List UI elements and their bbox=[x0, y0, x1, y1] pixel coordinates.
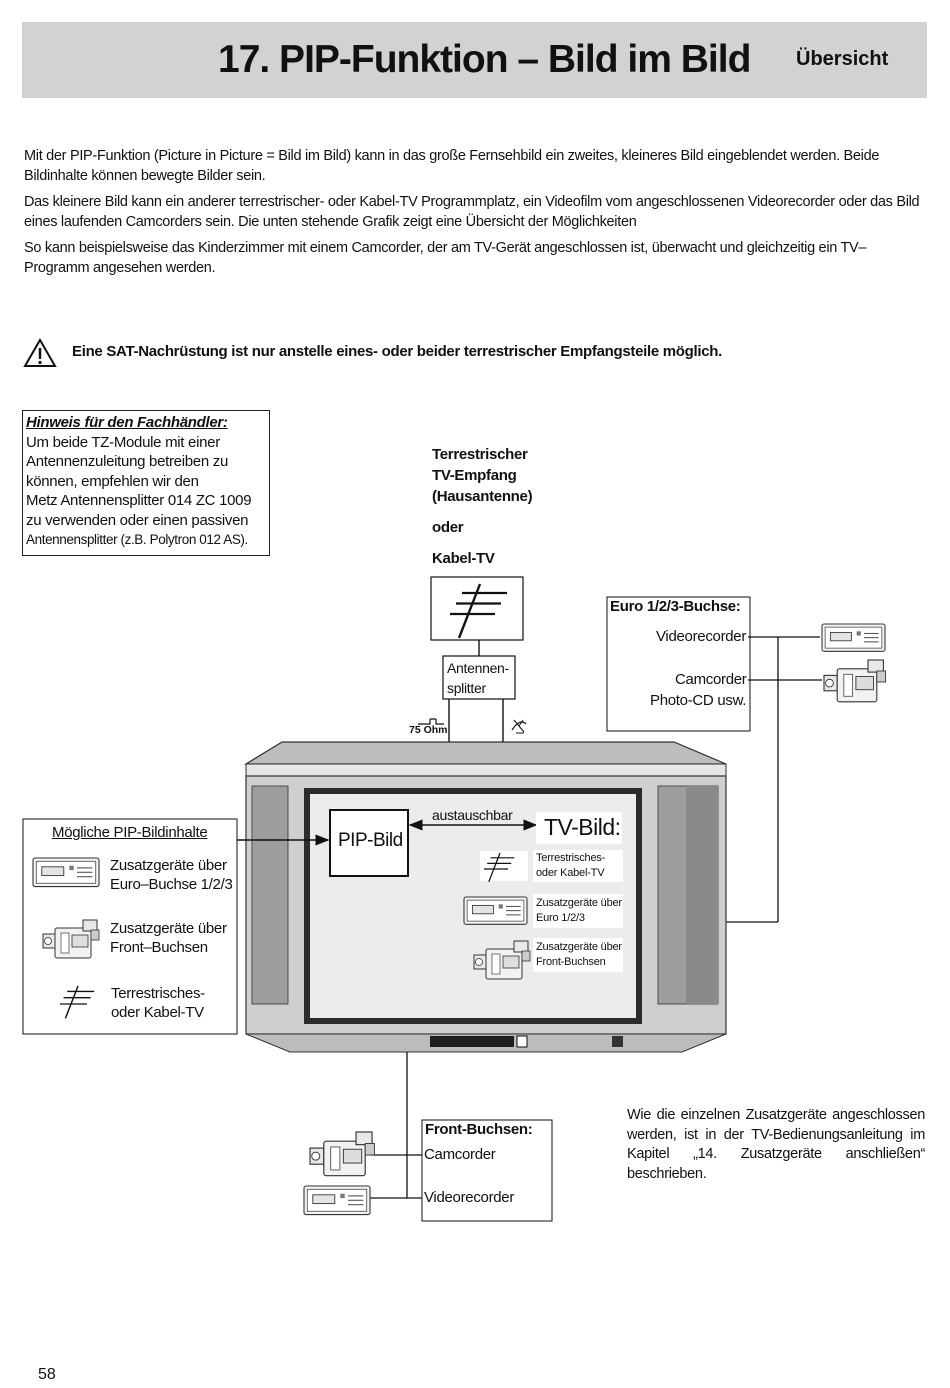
antenna-caption-or: oder bbox=[432, 519, 464, 536]
antenna-caption: Terrestrischer TV-Empfang (Hausantenne) bbox=[432, 444, 533, 507]
camcorder-icon bbox=[823, 659, 887, 703]
front-videorecorder-label: Videorecorder bbox=[424, 1189, 515, 1206]
splitter-label: Antennen- splitter bbox=[447, 658, 509, 698]
euro-camcorder-label: Camcorder bbox=[675, 671, 747, 688]
antenna-caption-line: Terrestrischer bbox=[432, 446, 528, 463]
pip-option-line: oder Kabel-TV bbox=[111, 1004, 204, 1021]
tv-image-label: TV-Bild: bbox=[544, 814, 621, 840]
swap-label: austauschbar bbox=[432, 807, 513, 823]
pip-option-item: Terrestrisches- oder Kabel-TV bbox=[111, 984, 205, 1022]
antenna-caption-line: (Hausantenne) bbox=[432, 488, 533, 505]
side-note: Wie die einzelnen Zusatzgeräte angeschlo… bbox=[627, 1107, 925, 1182]
intro-paragraph-2: Das kleinere Bild kann ein anderer terre… bbox=[24, 194, 920, 230]
header-bar bbox=[22, 22, 927, 98]
pip-options-title: Mögliche PIP-Bildinhalte bbox=[52, 824, 208, 841]
ohm-label: 75 Ohm bbox=[409, 724, 448, 736]
splitter-label-line: Antennen- bbox=[447, 660, 509, 676]
warning-text: Eine SAT-Nachrüstung ist nur anstelle ei… bbox=[72, 343, 723, 360]
videorecorder-icon bbox=[303, 1185, 371, 1216]
tv-source-item: Zusatzgeräte über Euro 1/2/3 bbox=[536, 896, 622, 926]
pip-image-label: PIP-Bild bbox=[338, 830, 403, 851]
antenna-caption-line: TV-Empfang bbox=[432, 467, 517, 484]
page-subtitle: Übersicht bbox=[796, 48, 889, 70]
tv-source-item: Terrestrisches- oder Kabel-TV bbox=[536, 851, 605, 881]
pip-option-line: Euro–Buchse 1/2/3 bbox=[110, 876, 233, 893]
videorecorder-icon bbox=[821, 623, 886, 652]
pip-option-line: Zusatzgeräte über bbox=[110, 920, 227, 937]
tv-source-line: Front-Buchsen bbox=[536, 956, 606, 968]
front-box-title: Front-Buchsen: bbox=[425, 1121, 533, 1138]
pip-option-line: Zusatzgeräte über bbox=[110, 857, 227, 874]
pip-option-line: Terrestrisches- bbox=[111, 985, 205, 1002]
videorecorder-icon bbox=[32, 857, 100, 888]
antenna-caption-cable: Kabel-TV bbox=[432, 550, 495, 567]
page-number: 58 bbox=[38, 1366, 56, 1383]
euro-photocd-label: Photo-CD usw. bbox=[650, 692, 747, 709]
page-title: 17. PIP-Funktion – Bild im Bild bbox=[218, 38, 751, 81]
satellite-dish-icon bbox=[511, 719, 527, 734]
hint-line: Antennenzuleitung betreiben zu bbox=[26, 453, 228, 470]
pip-option-item: Zusatzgeräte über Euro–Buchse 1/2/3 bbox=[110, 856, 233, 894]
front-camcorder-label: Camcorder bbox=[424, 1146, 496, 1163]
hint-line: Um beide TZ-Module mit einer bbox=[26, 433, 220, 451]
hint-line: Metz Antennensplitter 014 ZC 1009 bbox=[26, 492, 252, 509]
tv-source-item: Zusatzgeräte über Front-Buchsen bbox=[536, 940, 622, 970]
videorecorder-icon bbox=[463, 896, 528, 925]
tv-source-line: Terrestrisches- bbox=[536, 852, 606, 864]
splitter-label-line: splitter bbox=[447, 680, 486, 696]
intro-paragraph-1: Mit der PIP-Funktion (Picture in Picture… bbox=[24, 148, 880, 184]
tv-source-line: Zusatzgeräte über bbox=[536, 941, 622, 953]
tv-source-line: Euro 1/2/3 bbox=[536, 912, 585, 924]
pip-option-item: Zusatzgeräte über Front–Buchsen bbox=[110, 919, 227, 957]
tv-source-line: Zusatzgeräte über bbox=[536, 897, 622, 909]
hint-title: Hinweis für den Fachhändler: bbox=[26, 414, 228, 431]
camcorder-icon bbox=[309, 1131, 375, 1177]
pip-option-line: Front–Buchsen bbox=[110, 939, 208, 956]
euro-videorecorder-label: Videorecorder bbox=[656, 628, 747, 645]
euro-box-title: Euro 1/2/3-Buchse: bbox=[610, 598, 741, 615]
hint-line: zu verwenden oder einen passiven bbox=[26, 511, 249, 529]
hint-line: können, empfehlen wir den bbox=[26, 472, 199, 490]
intro-paragraph-3: So kann beispielsweise das Kinderzimmer … bbox=[24, 240, 867, 276]
hint-box: Hinweis für den Fachhändler: Um beide TZ… bbox=[22, 410, 270, 556]
tv-source-line: oder Kabel-TV bbox=[536, 867, 605, 879]
hint-line: Antennensplitter (z.B. Polytron 012 AS). bbox=[26, 532, 248, 547]
